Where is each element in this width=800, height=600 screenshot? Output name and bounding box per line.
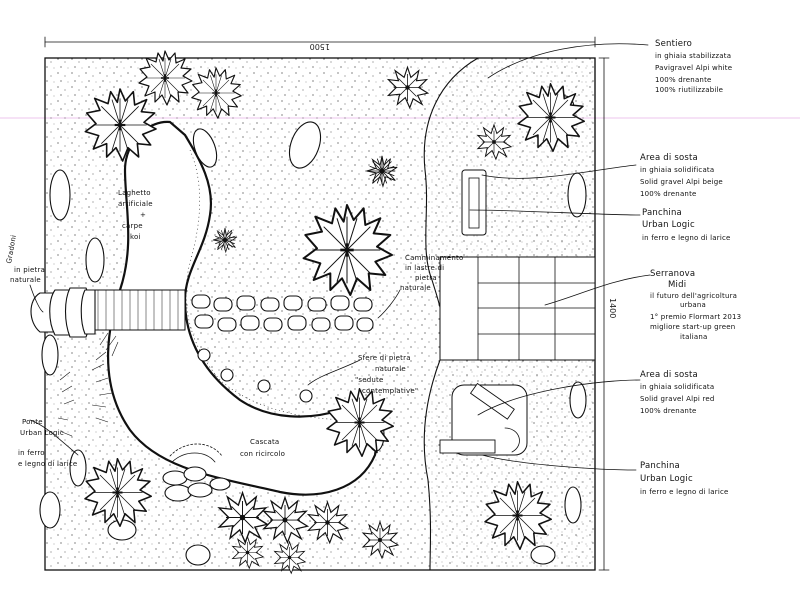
- label-line: naturale: [10, 276, 41, 284]
- bridge: [89, 289, 186, 331]
- label-line: Gradoni: [5, 234, 18, 264]
- label-panchina-1: Panchina Urban Logic in ferro e legno di…: [642, 208, 731, 242]
- label-line: in ghiaia solidificata: [640, 383, 714, 391]
- label-line: naturale: [375, 365, 406, 373]
- label-serranova: Serranova Midi il futuro dell'agricoltur…: [650, 269, 741, 341]
- label-line: Solid gravel Alpi beige: [640, 178, 723, 186]
- label-line: Area di sosta: [640, 153, 698, 163]
- label-line: Sentiero: [655, 39, 692, 49]
- label-area-sosta-1: Area di sosta in ghiaia solidificata Sol…: [640, 153, 723, 198]
- label-line: Serranova: [650, 269, 695, 279]
- label-line: in ferro e legno di larice: [642, 234, 731, 242]
- label-line: carpe: [122, 222, 143, 230]
- label-line: naturale: [400, 284, 431, 292]
- stone-spheres: [197, 348, 313, 403]
- dimension-top: 1500: [44, 36, 596, 51]
- label-panchina-2: Panchina Urban Logic in ferro e legno di…: [640, 461, 729, 496]
- label-line: +: [140, 211, 146, 219]
- label-line: urbana: [680, 301, 706, 309]
- label-line: pietra: [415, 274, 437, 282]
- label-line: artificiale: [118, 200, 153, 208]
- boulders: [39, 95, 587, 566]
- label-line: Pavigravel Alpi white: [655, 64, 732, 72]
- label-laghetto: Laghetto artificiale + carpe koi: [118, 189, 153, 241]
- leader-lines: [29, 43, 651, 471]
- label-line: Urban Logic: [20, 429, 64, 437]
- grasses: [57, 332, 119, 437]
- label-line: Ponte: [22, 418, 43, 426]
- label-line: 100% drenante: [655, 76, 712, 84]
- label-line: in ghiaia stabilizzata: [655, 52, 731, 60]
- label-line: Panchina: [642, 208, 682, 218]
- bench-2: [439, 382, 528, 456]
- label-line: in ferro: [18, 449, 45, 457]
- label-line: in pietra: [14, 266, 45, 274]
- waterfall: [162, 443, 231, 502]
- walkway-slabs: [191, 294, 374, 332]
- label-line: in lastre di: [405, 264, 444, 272]
- label-line: Area di sosta: [640, 370, 698, 380]
- label-line: in ferro e legno di larice: [640, 488, 729, 496]
- label-cascata: Cascata con ricircolo: [240, 438, 285, 458]
- label-line: 100% drenante: [640, 407, 697, 415]
- label-line: Urban Logic: [640, 474, 693, 484]
- label-line: Urban Logic: [642, 220, 695, 230]
- label-line: Camminamento: [405, 254, 463, 262]
- label-sentiero: Sentiero in ghiaia stabilizzata Pavigrav…: [655, 39, 732, 94]
- label-line: in ghiaia solidificata: [640, 166, 714, 174]
- label-line: Sfere di pietra: [358, 354, 411, 362]
- label-line: italiana: [680, 333, 707, 341]
- dimension-right: 1400: [598, 57, 617, 571]
- width-label: 1500: [310, 42, 330, 51]
- label-line: contemplative": [362, 387, 418, 395]
- label-camminamento: Camminamento in lastre di pietra natural…: [400, 254, 463, 292]
- label-line: Laghetto: [118, 189, 151, 197]
- bench-1: [461, 169, 487, 236]
- label-line: koi: [130, 233, 141, 241]
- serranova-midi: [439, 256, 596, 361]
- label-line: il futuro dell'agricoltura: [650, 292, 737, 300]
- stone-steps: [30, 287, 96, 338]
- label-line: "sedute: [355, 376, 384, 384]
- label-line: migliore start-up green: [650, 323, 735, 331]
- label-line: Panchina: [640, 461, 680, 471]
- label-line: 100% drenante: [640, 190, 697, 198]
- label-line: con ricircolo: [240, 450, 285, 458]
- label-line: e legno di larice: [18, 460, 77, 468]
- label-line: Midi: [668, 280, 686, 290]
- label-line: Solid gravel Alpi red: [640, 395, 715, 403]
- label-ponte: Ponte Urban Logic in ferro e legno di la…: [18, 418, 77, 468]
- label-line: Cascata: [250, 438, 279, 446]
- label-line: 1° premio Flormart 2013: [650, 313, 741, 321]
- label-line: 100% riutilizzabile: [655, 86, 723, 94]
- label-sfere: Sfere di pietra naturale "sedute contemp…: [355, 354, 418, 395]
- label-area-sosta-2: Area di sosta in ghiaia solidificata Sol…: [640, 370, 715, 415]
- height-label: 1400: [608, 298, 617, 318]
- label-gradoni: Gradoni in pietra naturale: [5, 234, 45, 284]
